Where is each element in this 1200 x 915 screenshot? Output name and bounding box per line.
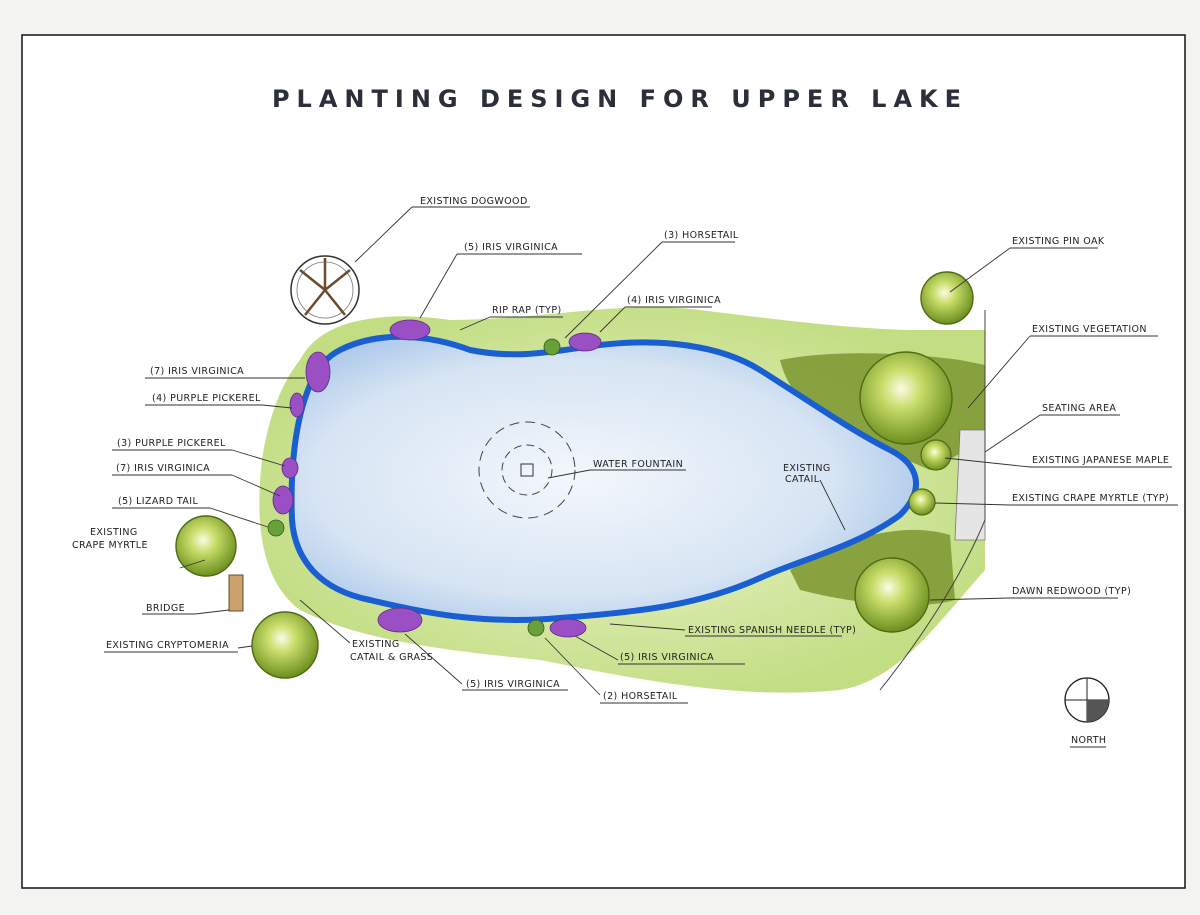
label-iris-5-top: (5) Iris Virginica (464, 242, 558, 253)
label-existing-cryptomeria: Existing Cryptomeria (106, 640, 229, 651)
label-iris-7-a: (7) Iris Virginica (150, 366, 244, 377)
label-existing-japanese-maple: Existing Japanese Maple (1032, 455, 1169, 466)
label-water-fountain: Water Fountain (593, 459, 683, 470)
label-lizard-tail: (5) Lizard Tail (118, 496, 198, 507)
label-iris-7-b: (7) Iris Virginica (116, 463, 210, 474)
label-existing-dogwood: Existing Dogwood (420, 196, 528, 207)
label-existing-vegetation: Existing Vegetation (1032, 324, 1147, 335)
existing-crape-myrtle-tree-west (175, 515, 237, 577)
label-north: North (1071, 735, 1106, 746)
label-bridge: Bridge (146, 603, 185, 614)
dawn-redwood-tree (854, 557, 930, 633)
label-seating-area: Seating Area (1042, 403, 1116, 414)
property-edge (879, 310, 986, 691)
water-fountain-symbol (478, 421, 576, 519)
label-existing-catail-line2: Catail (785, 474, 820, 485)
label-dawn-redwood: Dawn Redwood (Typ) (1012, 586, 1131, 597)
existing-crape-myrtle-tree-east (908, 488, 936, 516)
north-arrow-icon (1064, 677, 1110, 723)
label-purple-pickerel-4: (4) Purple Pickerel (152, 393, 261, 404)
label-purple-pickerel-3: (3) Purple Pickerel (117, 438, 226, 449)
label-existing-crape-myrtle-typ: Existing Crape Myrtle (Typ) (1012, 493, 1169, 504)
existing-cryptomeria-tree (251, 611, 319, 679)
iris-clusters (272, 319, 602, 638)
existing-dogwood-tree (290, 255, 360, 325)
label-existing-crape-myrtle-line1: Existing (90, 527, 138, 538)
existing-japanese-maple-tree (920, 439, 952, 471)
label-existing-catail-grass-line2: Catail & Grass (350, 652, 433, 663)
plan-title: PLANTING DESIGN FOR UPPER LAKE (272, 85, 968, 113)
label-iris-4: (4) Iris Virginica (627, 295, 721, 306)
label-existing-catail-grass-line1: Existing (352, 639, 400, 650)
label-iris-5-bottom: (5) Iris Virginica (466, 679, 560, 690)
label-existing-catail-line1: Existing (783, 463, 831, 474)
label-iris-5-bottom-right: (5) Iris Virginica (620, 652, 714, 663)
label-existing-pin-oak: Existing Pin Oak (1012, 236, 1105, 247)
horsetail-clumps (267, 338, 561, 637)
label-spanish-needle: Existing Spanish Needle (Typ) (688, 625, 856, 636)
seating-area-patio (954, 429, 986, 541)
existing-pin-oak-tree (920, 271, 974, 325)
large-shade-tree-north (859, 351, 953, 445)
label-horsetail-3: (3) Horsetail (664, 230, 739, 241)
label-horsetail-2: (2) Horsetail (603, 691, 678, 702)
bridge-symbol (228, 574, 244, 612)
label-existing-crape-myrtle-line2: Crape Myrtle (72, 540, 148, 551)
label-rip-rap: Rip Rap (Typ) (492, 305, 562, 316)
